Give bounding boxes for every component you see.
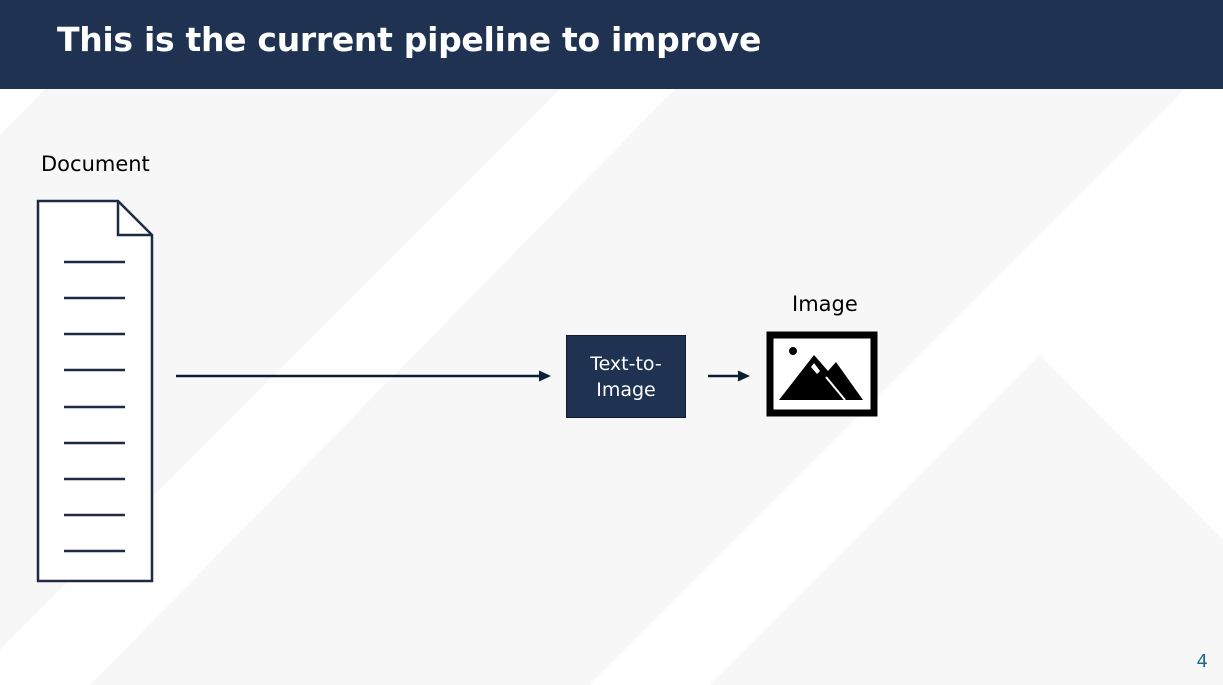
slide-title: This is the current pipeline to improve (57, 20, 762, 59)
text-to-image-label-line-1: Text-to- (590, 352, 662, 375)
text-to-image-label: Text-to- Image (581, 351, 671, 403)
document-icon (36, 199, 154, 583)
image-icon (766, 331, 878, 417)
arrow-text-to-image-to-image (708, 370, 750, 382)
arrow-document-to-text-to-image (176, 370, 551, 382)
image-label: Image (792, 292, 858, 316)
slide-header: This is the current pipeline to improve (0, 0, 1223, 89)
page-number: 4 (1196, 651, 1208, 672)
document-label: Document (41, 152, 150, 176)
text-to-image-box: Text-to- Image (566, 335, 686, 418)
text-to-image-label-line-2: Image (596, 378, 656, 401)
